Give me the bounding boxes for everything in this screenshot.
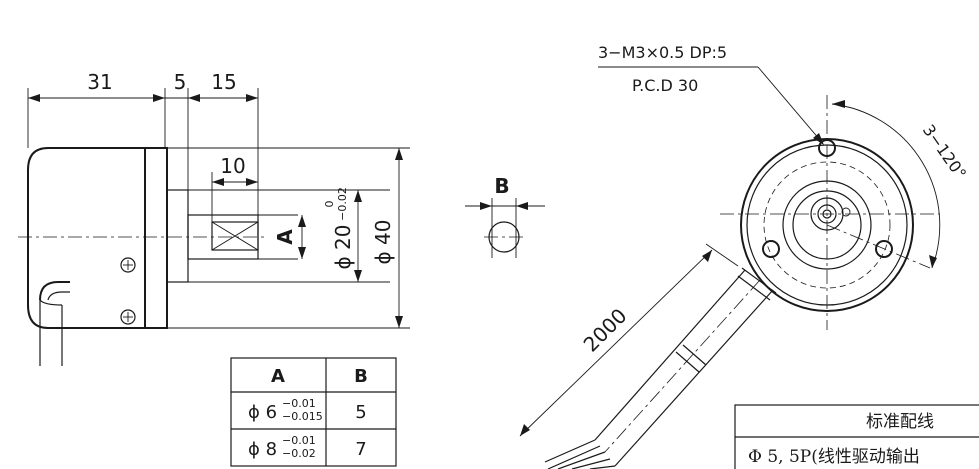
side-view: 31 5 15 10 A ϕ 20 0 −0.02 ϕ 40: [18, 70, 410, 366]
dim-boss-dia: ϕ 20: [331, 225, 355, 270]
screw-icon: [120, 257, 136, 273]
cable-length: 2000: [579, 304, 632, 357]
pcd-spec: P.C.D 30: [632, 76, 698, 95]
table-row-a-base: ϕ 8: [248, 439, 277, 460]
dim-body-dia: ϕ 40: [371, 220, 395, 265]
screw-icon: [120, 309, 136, 325]
table-row-a-tol-lower: −0.02: [282, 447, 316, 460]
detail-b: B: [465, 174, 545, 258]
table-row-b: 5: [355, 402, 366, 423]
table-row-a-tol-upper: −0.01: [282, 397, 316, 410]
dim-flange: 5: [174, 70, 187, 94]
table-row-a-tol-upper: −0.01: [282, 434, 316, 447]
table-row-a-base: ϕ 6: [248, 402, 277, 423]
hole-spec: 3−M3×0.5 DP:5: [598, 43, 727, 62]
dim-body-length: 31: [87, 70, 112, 94]
wiring-table: 标准配线 Φ 5, 5P(线性驱动输出: [734, 404, 979, 469]
shaft-table: A B ϕ 6 −0.01 −0.015 5 ϕ 8 −0.01 −0.02 7: [230, 357, 397, 467]
section-mark-a: A: [273, 229, 297, 245]
dim-shaft-flat: 10: [220, 154, 245, 178]
tol-boss-upper: 0: [323, 201, 336, 208]
tol-boss-lower: −0.02: [336, 187, 349, 221]
table-header-a: A: [271, 366, 285, 387]
detail-b-label: B: [494, 174, 509, 198]
table-row-b: 7: [355, 439, 366, 460]
wiring-table-row: Φ 5, 5P(线性驱动输出: [748, 447, 920, 467]
dim-boss: 15: [211, 70, 236, 94]
table-row-a-tol-lower: −0.015: [282, 410, 323, 423]
angle-spec: 3−120°: [919, 121, 970, 183]
wiring-table-title: 标准配线: [866, 412, 934, 432]
table-header-b: B: [354, 366, 368, 387]
